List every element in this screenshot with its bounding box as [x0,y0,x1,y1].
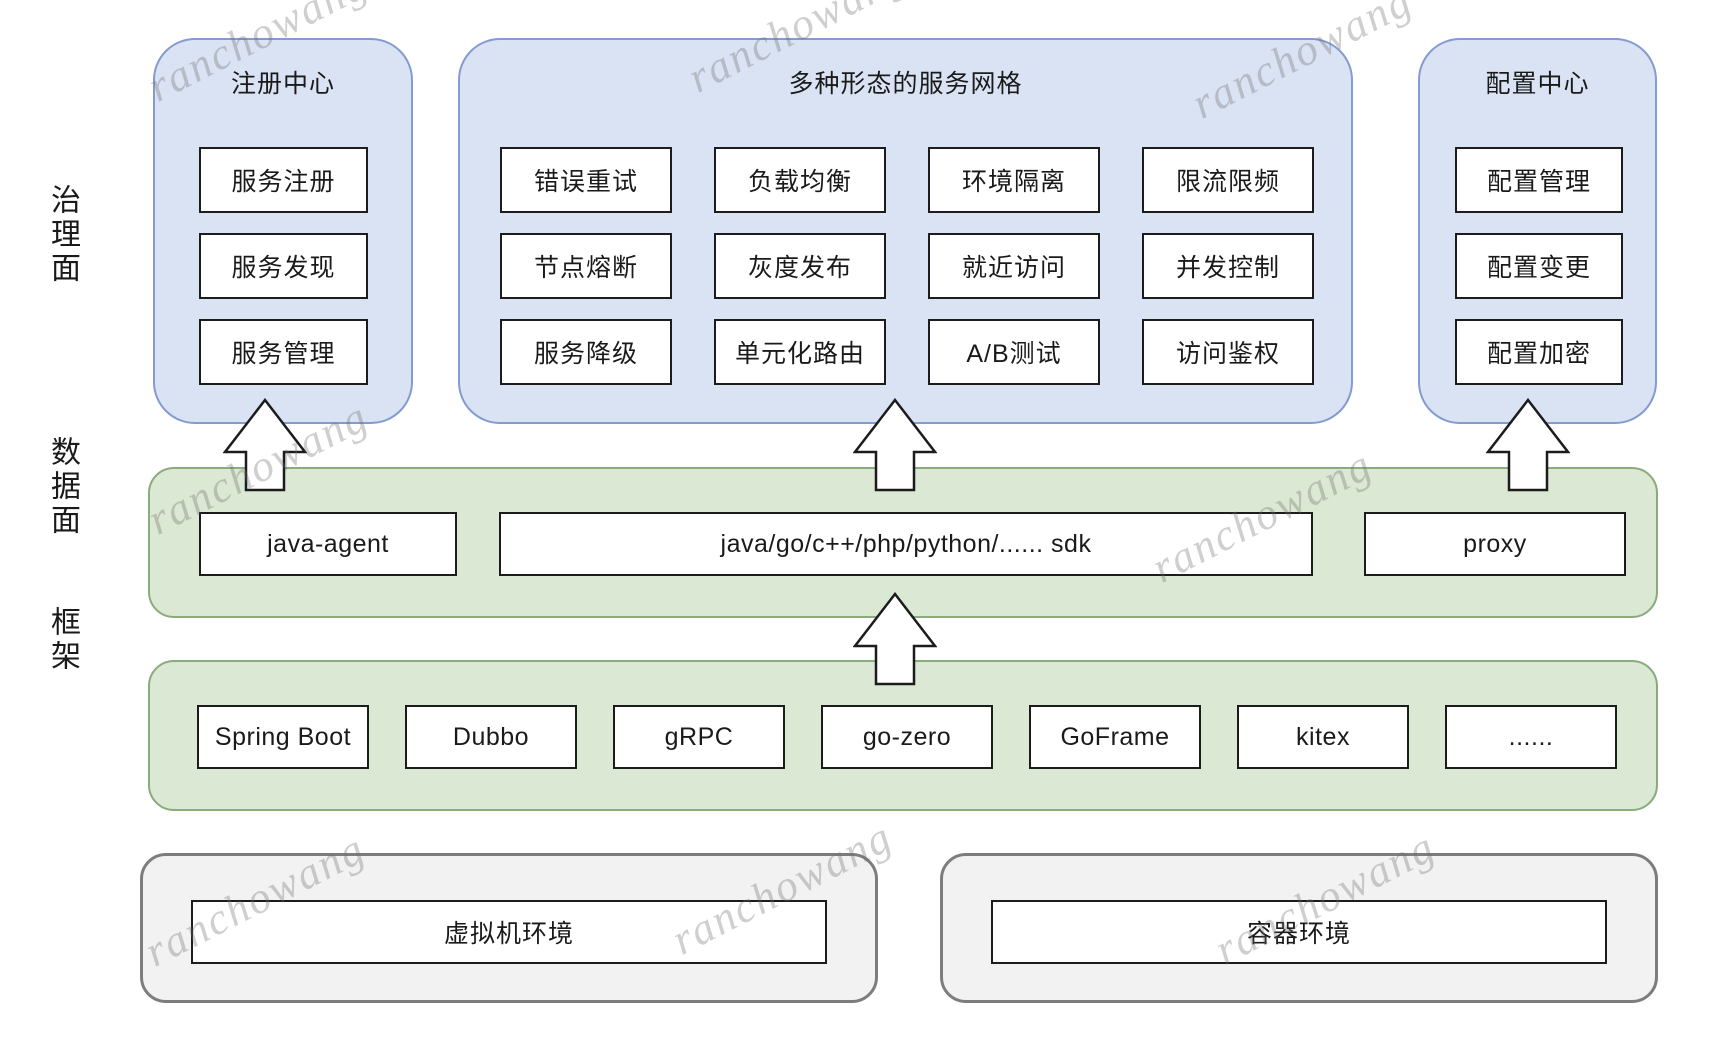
side-label-governance-plane: 治理面 [46,184,79,286]
framework-item: kitex [1237,705,1409,769]
mesh-capability: 就近访问 [928,233,1100,299]
registry-item: 服务发现 [199,233,368,299]
framework-item: ...... [1445,705,1617,769]
mesh-capability: 灰度发布 [714,233,886,299]
mesh-capability: 节点熔断 [500,233,672,299]
mesh-capability: 访问鉴权 [1142,319,1314,385]
up-arrow-config [1486,398,1570,492]
config-item: 配置加密 [1455,319,1623,385]
mesh-capability: A/B测试 [928,319,1100,385]
container-environment-panel: 容器环境 [940,853,1658,1003]
config-item: 配置变更 [1455,233,1623,299]
registry-item: 服务注册 [199,147,368,213]
service-mesh-title: 多种形态的服务网格 [788,70,1023,98]
registry-center-panel: 注册中心 服务注册 服务发现 服务管理 [153,38,413,424]
mesh-capability: 错误重试 [500,147,672,213]
framework-item: Spring Boot [197,705,369,769]
config-center-panel: 配置中心 配置管理 配置变更 配置加密 [1418,38,1657,424]
data-plane-item: java-agent [199,512,457,576]
up-arrow-mesh [853,398,937,492]
vm-environment-panel: 虚拟机环境 [140,853,878,1003]
up-arrow-registry [223,398,307,492]
framework-item: GoFrame [1029,705,1201,769]
environment-item: 容器环境 [991,900,1607,964]
environment-item: 虚拟机环境 [191,900,827,964]
mesh-capability: 负载均衡 [714,147,886,213]
framework-item: gRPC [613,705,785,769]
data-plane-item: proxy [1364,512,1626,576]
mesh-capability: 单元化路由 [714,319,886,385]
service-mesh-panel: 多种形态的服务网格 错误重试 负载均衡 环境隔离 限流限频 节点熔断 灰度发布 … [458,38,1353,424]
mesh-capability: 限流限频 [1142,147,1314,213]
mesh-capability: 服务降级 [500,319,672,385]
framework-item: Dubbo [405,705,577,769]
registry-center-title: 注册中心 [230,70,335,98]
side-label-data-plane: 数据面 [46,436,79,538]
data-plane-item: java/go/c++/php/python/...... sdk [499,512,1313,576]
config-item: 配置管理 [1455,147,1623,213]
data-plane-panel: java-agent java/go/c++/php/python/......… [148,467,1658,618]
registry-item: 服务管理 [199,319,368,385]
mesh-capability: 并发控制 [1142,233,1314,299]
framework-item: go-zero [821,705,993,769]
up-arrow-framework [853,592,937,686]
mesh-capability: 环境隔离 [928,147,1100,213]
side-label-framework: 框架 [46,606,79,674]
config-center-title: 配置中心 [1485,70,1590,98]
